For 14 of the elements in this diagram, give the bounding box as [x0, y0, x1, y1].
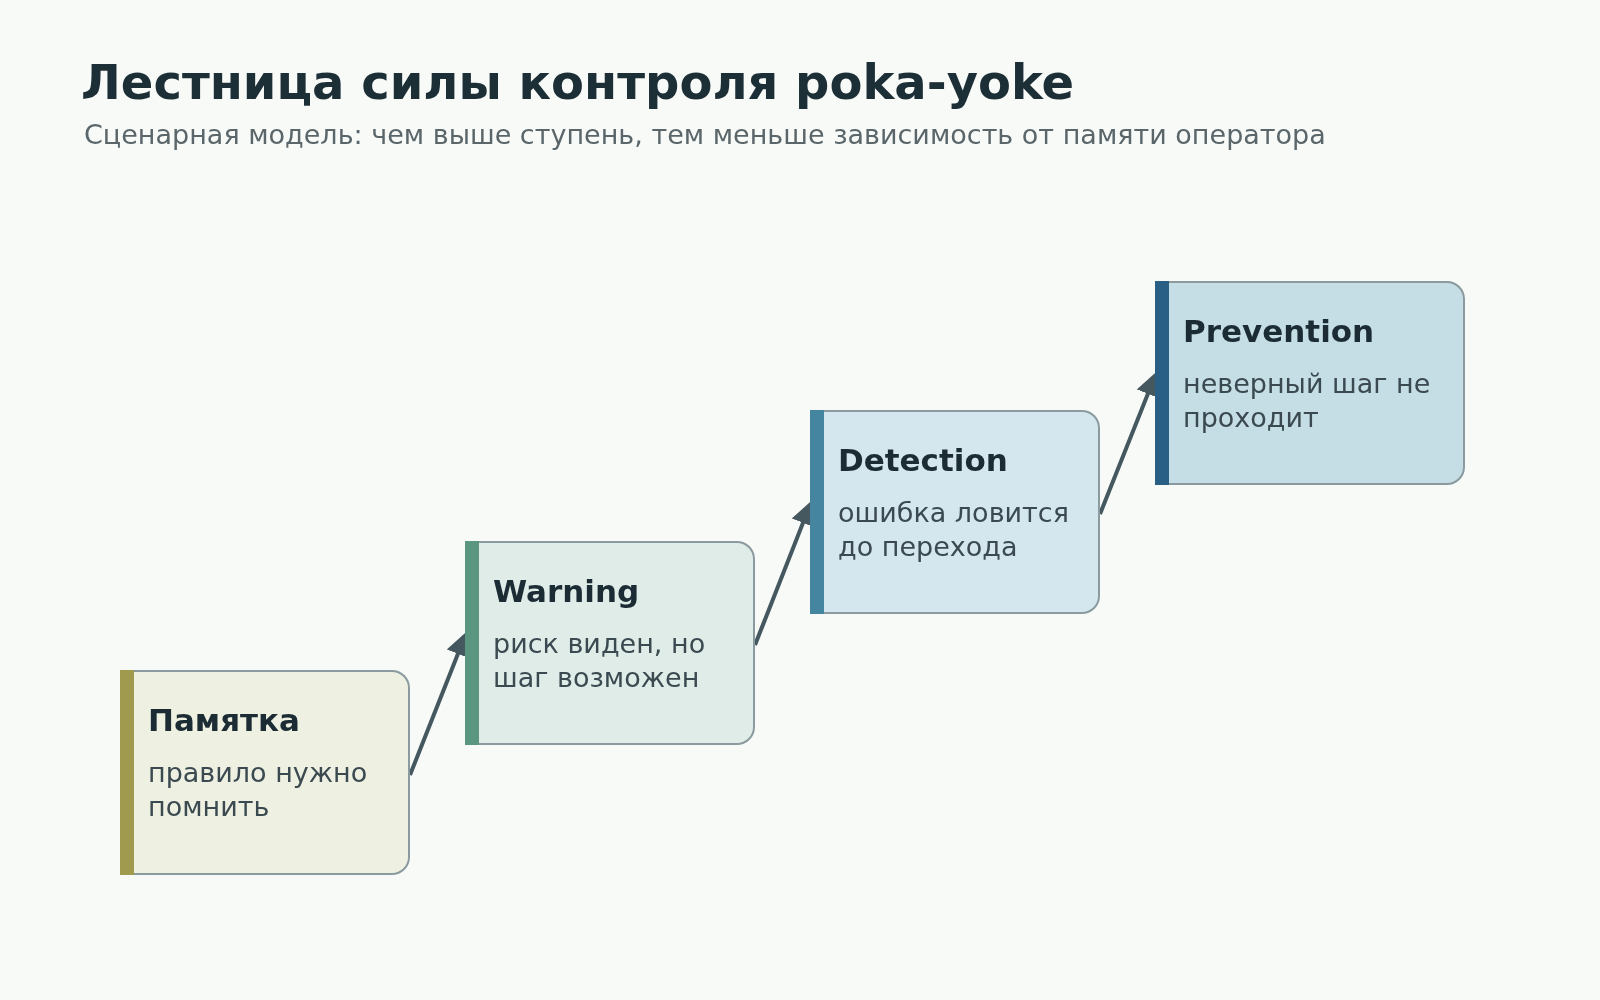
- diagram-title: Лестница силы контроля poka-yoke: [81, 54, 1075, 110]
- step-heading: Prevention: [1183, 313, 1375, 349]
- diagram-subtitle: Сценарная модель: чем выше ступень, тем меньше зависимость от памяти оператора: [84, 119, 1326, 150]
- step-card: [465, 541, 755, 745]
- step-description: ошибка ловится до перехода: [838, 496, 1070, 564]
- step-card: [1155, 281, 1465, 485]
- step-card: [120, 670, 410, 875]
- step-card: [810, 410, 1100, 614]
- step-heading: Памятка: [148, 702, 301, 738]
- step-heading: Detection: [838, 442, 1008, 478]
- step-heading: Warning: [493, 573, 640, 609]
- step-description: риск виден, но шаг возможен: [493, 627, 707, 695]
- step-description: неверный шаг не проходит: [1183, 367, 1432, 435]
- step-description: правило нужно помнить: [148, 756, 369, 824]
